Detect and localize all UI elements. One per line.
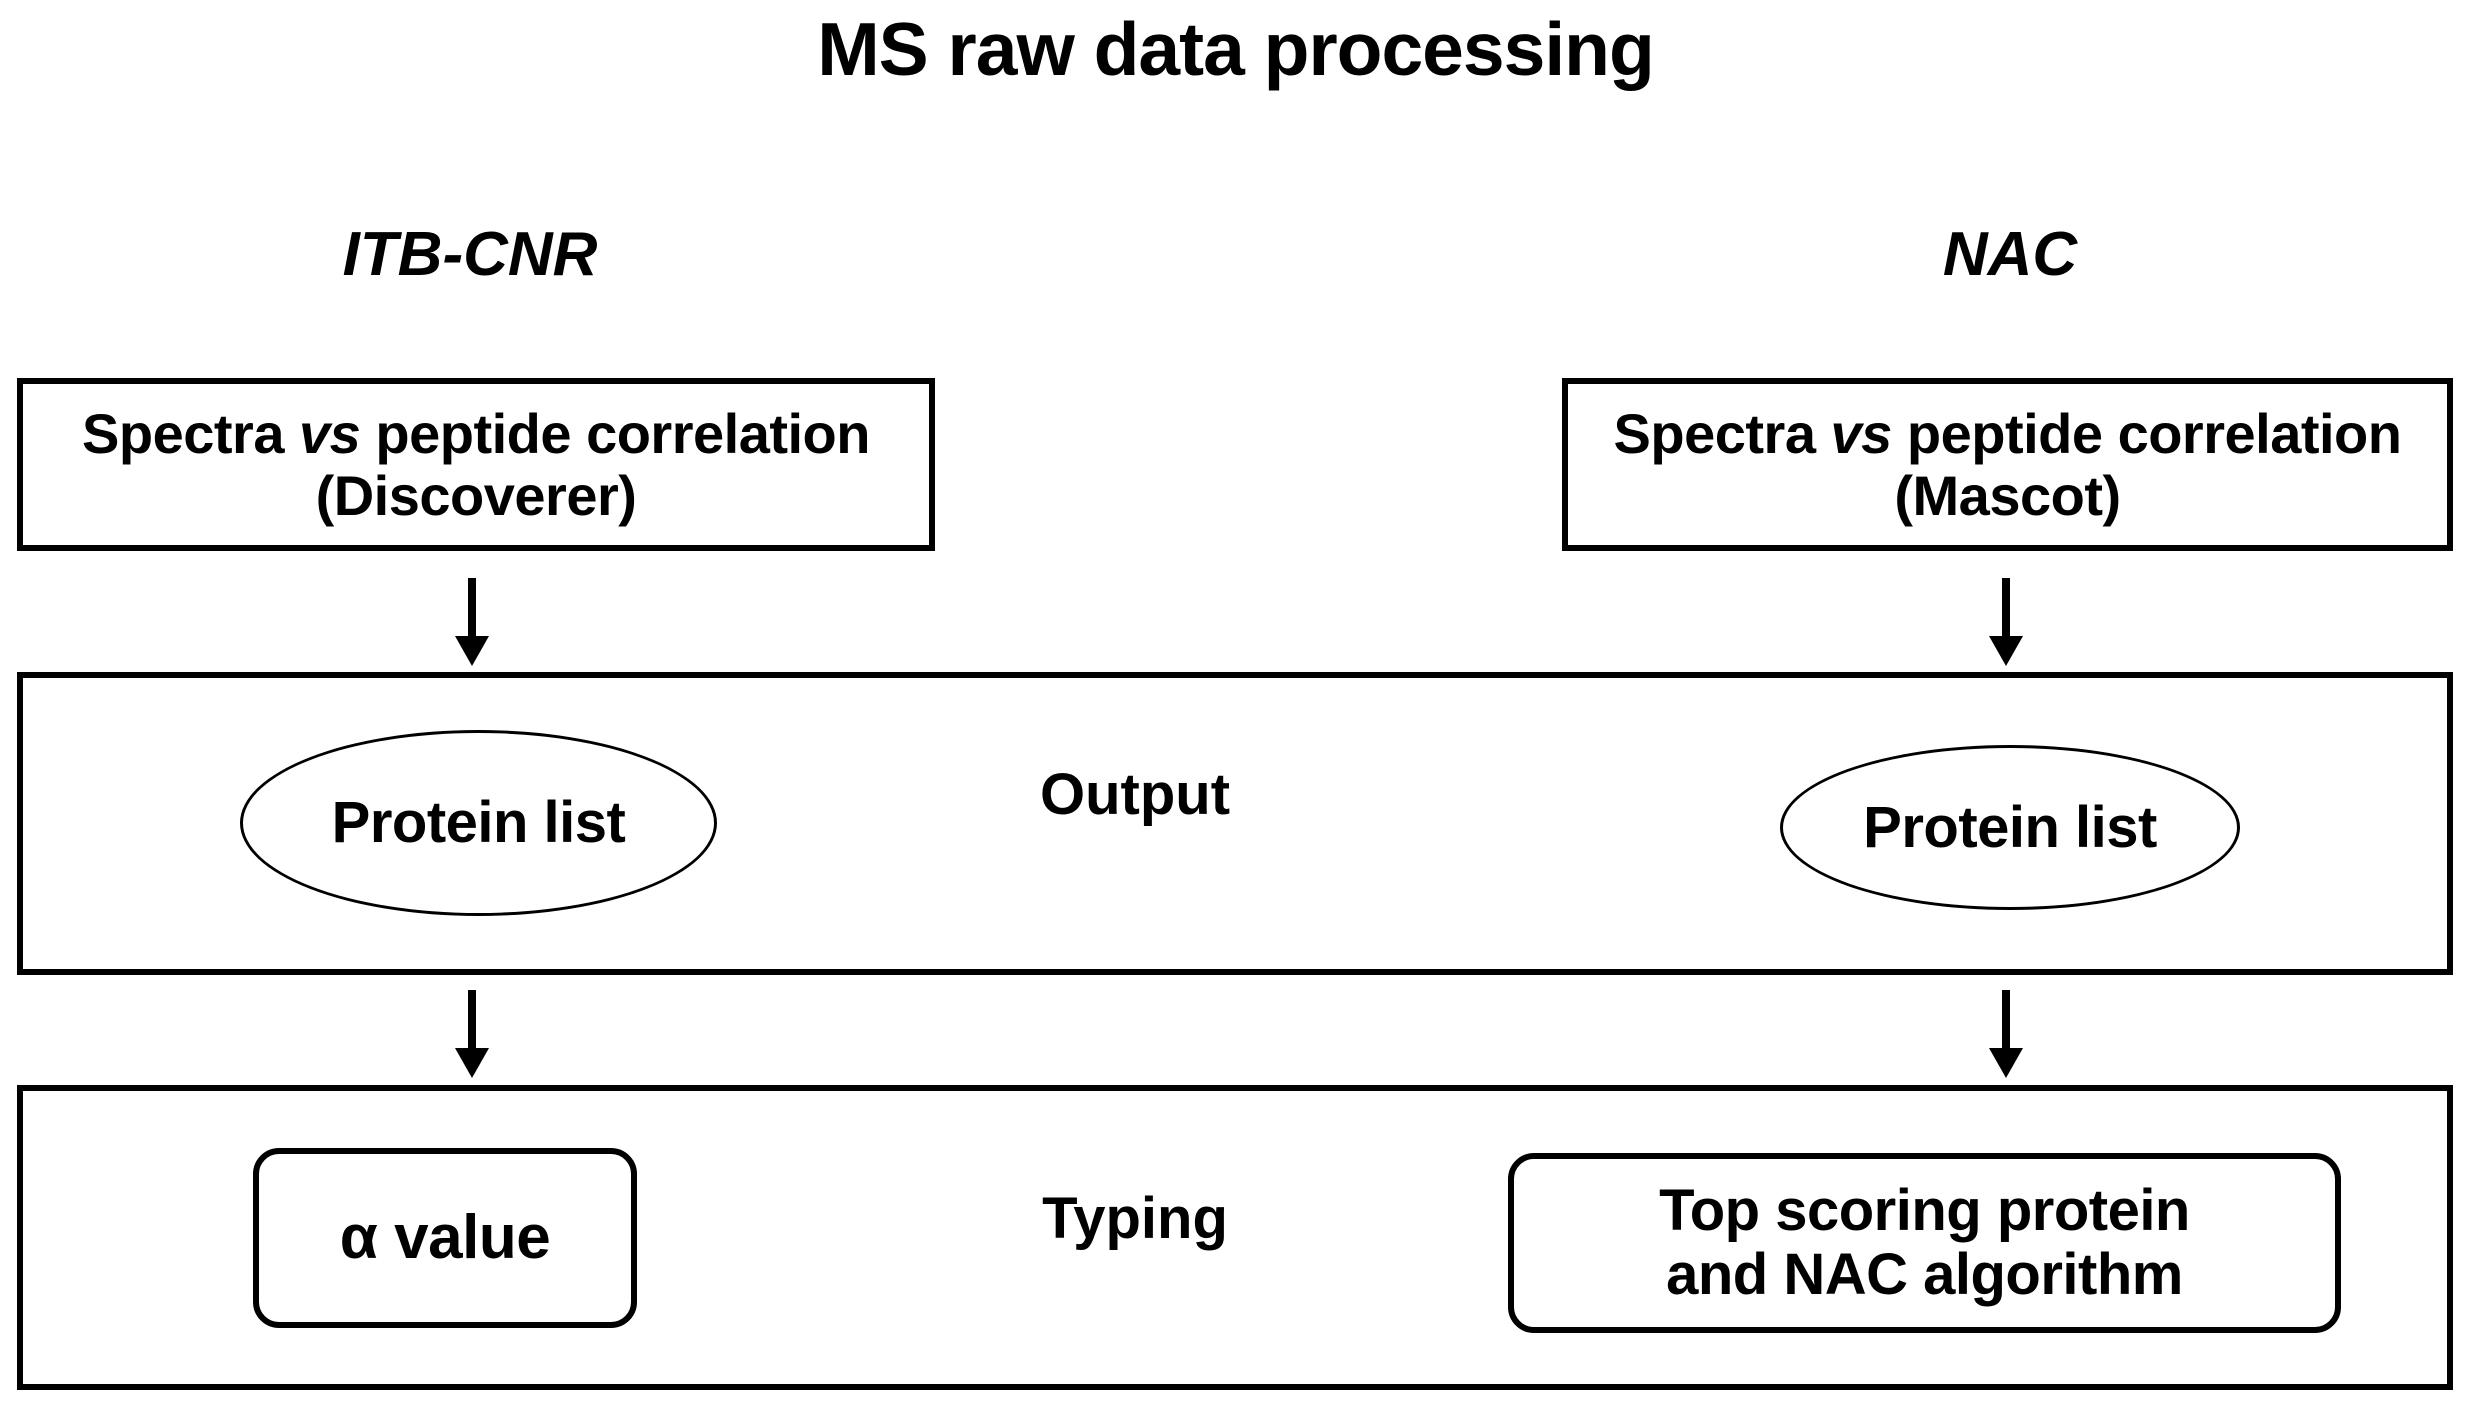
arrow-shaft (2002, 578, 2010, 636)
arrow-shaft (2002, 990, 2010, 1048)
arrow-left-output-to-typing-icon (455, 990, 489, 1078)
nac-algorithm-line2: and NAC algorithm (1666, 1242, 2183, 1307)
nac-algorithm-line1: Top scoring protein (1659, 1178, 2190, 1243)
rounded-box-alpha-value: α value (253, 1148, 637, 1328)
box-spectra-correlation-discoverer-text: Spectra vs peptide correlation (Discover… (82, 401, 870, 527)
spectra-line1-suffix-left: peptide correlation (360, 401, 870, 465)
spectra-line2-left: (Discoverer) (315, 463, 637, 527)
rounded-box-top-scoring-protein-text: Top scoring protein and NAC algorithm (1659, 1179, 2190, 1307)
arrow-head (1989, 636, 2023, 666)
box-spectra-correlation-mascot: Spectra vs peptide correlation (Mascot) (1562, 378, 2453, 551)
spectra-line1-italic-right: vs (1830, 401, 1893, 465)
spectra-line1-prefix-right: Spectra (1613, 401, 1831, 465)
arrow-head (1989, 1048, 2023, 1078)
row-label-typing: Typing (1042, 1186, 1228, 1251)
spectra-line1-italic-left: vs (299, 401, 361, 465)
column-heading-nac: NAC (1942, 220, 2078, 289)
box-spectra-correlation-discoverer: Spectra vs peptide correlation (Discover… (17, 378, 935, 551)
ellipse-protein-list-nac: Protein list (1780, 745, 2240, 910)
spectra-line1-prefix-left: Spectra (82, 401, 300, 465)
arrow-head (455, 1048, 489, 1078)
spectra-line1-suffix-right: peptide correlation (1891, 401, 2402, 465)
spectra-line2-right: (Mascot) (1894, 463, 2121, 527)
rounded-box-top-scoring-protein: Top scoring protein and NAC algorithm (1508, 1153, 2341, 1333)
ellipse-protein-list-itb-cnr: Protein list (240, 730, 717, 916)
column-heading-itb-cnr: ITB-CNR (342, 220, 598, 289)
arrow-left-spectra-to-output-icon (455, 578, 489, 666)
arrow-shaft (468, 578, 476, 636)
row-label-output: Output (1039, 762, 1231, 827)
arrow-shaft (468, 990, 476, 1048)
figure-title: MS raw data processing (817, 7, 1655, 91)
arrow-right-spectra-to-output-icon (1989, 578, 2023, 666)
arrow-head (455, 636, 489, 666)
box-spectra-correlation-mascot-text: Spectra vs peptide correlation (Mascot) (1613, 401, 2402, 527)
arrow-right-output-to-typing-icon (1989, 990, 2023, 1078)
